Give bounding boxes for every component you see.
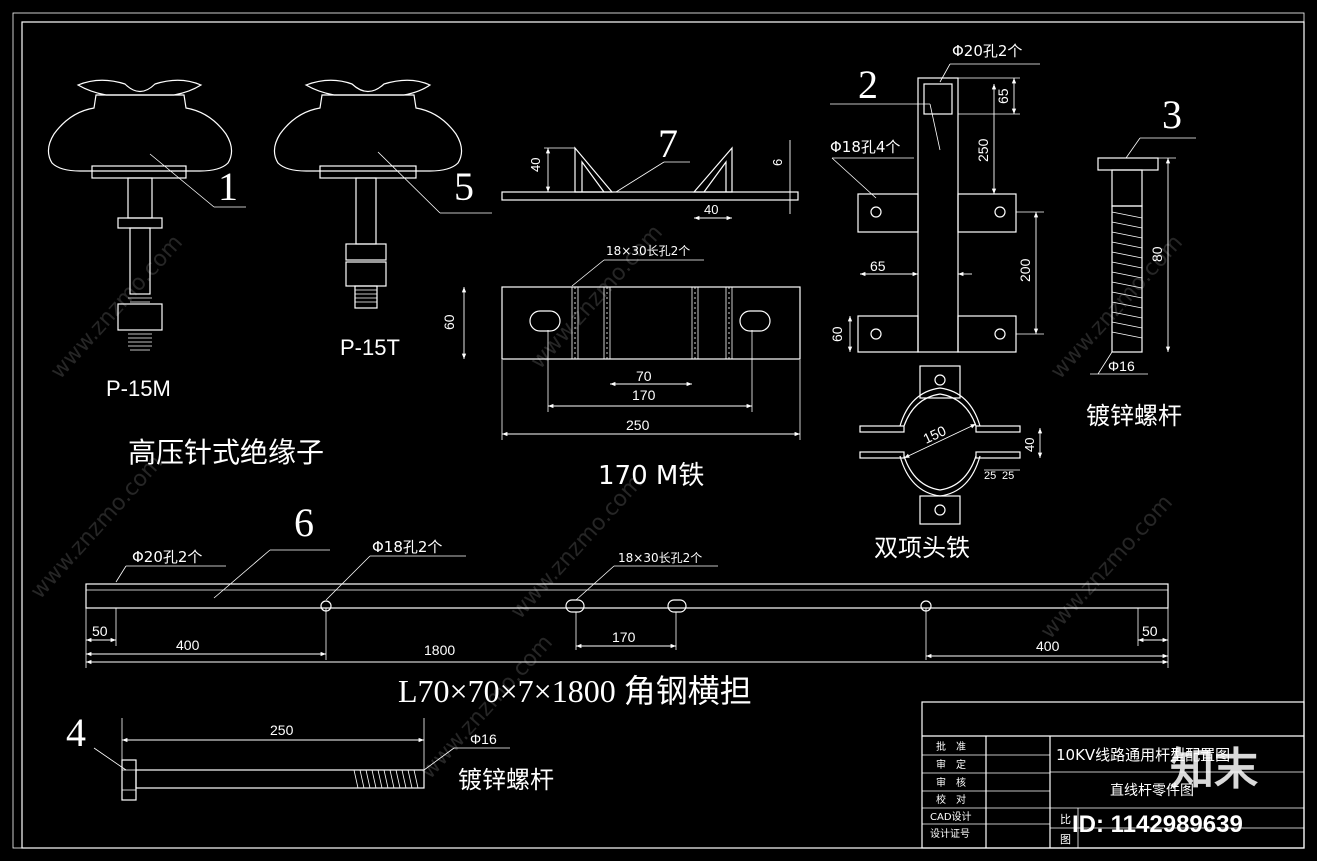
svg-text:Φ18孔2个: Φ18孔2个 — [372, 538, 442, 556]
svg-text:www.znzmo.com: www.znzmo.com — [1036, 490, 1178, 644]
svg-text:25: 25 — [1002, 470, 1014, 482]
insulator-title: 高压针式绝缘子 — [128, 436, 324, 469]
brand-watermark: 知末 — [1170, 744, 1258, 795]
part-2-bracket: Φ18孔4个 Φ20孔2个 2 65 250 65 200 60 — [829, 42, 1044, 353]
svg-text:审 定: 审 定 — [936, 758, 966, 771]
svg-text:CAD设计: CAD设计 — [930, 810, 972, 823]
svg-text:170: 170 — [632, 387, 656, 403]
m-iron: 18×30长孔2个 60 70 170 250 170 M铁 — [441, 244, 801, 491]
clamp-title: 双项头铁 — [874, 534, 970, 562]
svg-text:www.znzmo.com: www.znzmo.com — [46, 230, 188, 384]
part-4-bolt: 4 250 Φ16 镀锌螺杆 — [66, 710, 554, 801]
svg-text:www.znzmo.com: www.znzmo.com — [506, 470, 648, 624]
svg-text:65: 65 — [995, 88, 1011, 104]
svg-text:250: 250 — [626, 417, 650, 433]
bolt3-title: 镀锌螺杆 — [1086, 402, 1182, 430]
svg-text:Φ16: Φ16 — [1108, 358, 1135, 374]
svg-text:Φ20孔2个: Φ20孔2个 — [132, 548, 202, 566]
part-3-bolt: 3 80 Φ16 镀锌螺杆 — [1086, 92, 1196, 430]
svg-text:50: 50 — [1142, 623, 1158, 639]
insulator-p15m: 1 P-15M — [47, 79, 246, 401]
crossarm-title: L70×70×7×1800 角钢横担 — [398, 673, 752, 709]
svg-text:批 准: 批 准 — [936, 740, 966, 753]
svg-text:40: 40 — [704, 202, 718, 217]
sheet-title: 直线杆零件图 — [1110, 782, 1194, 799]
svg-text:审 核: 审 核 — [936, 776, 966, 789]
p15m-label: P-15M — [106, 376, 171, 401]
svg-text:40: 40 — [528, 158, 543, 172]
svg-text:校 对: 校 对 — [936, 793, 966, 806]
title-block: 批 准 审 定 审 核 校 对 CAD设计 设计证号 10KV线路通用杆型配置图… — [921, 701, 1305, 849]
svg-text:80: 80 — [1149, 246, 1165, 262]
svg-text:60: 60 — [829, 326, 845, 342]
bolt4-title: 镀锌螺杆 — [458, 766, 554, 794]
svg-text:70: 70 — [636, 368, 652, 384]
drawing-title: 10KV线路通用杆型配置图 — [1056, 746, 1230, 764]
svg-text:3: 3 — [1162, 92, 1182, 137]
insulator-p15t: 5 P-15T — [273, 79, 492, 360]
svg-text:250: 250 — [270, 722, 294, 738]
svg-text:40: 40 — [1022, 438, 1037, 452]
svg-text:6: 6 — [770, 159, 785, 166]
svg-text:设计证号: 设计证号 — [930, 827, 970, 840]
svg-text:150: 150 — [921, 422, 949, 446]
svg-text:Φ18孔4个: Φ18孔4个 — [830, 138, 900, 156]
svg-text:6: 6 — [294, 500, 314, 545]
svg-text:170: 170 — [612, 629, 636, 645]
part-number-1: 1 — [218, 164, 238, 209]
svg-text:18×30长孔2个: 18×30长孔2个 — [618, 551, 702, 565]
part-6-crossarm: 6 Φ20孔2个 Φ18孔2个 18×30长孔2个 50 400 170 180… — [85, 500, 1169, 709]
m-iron-title: 170 M铁 — [598, 461, 704, 491]
double-head-clamp: 150 40 25 25 双项头铁 — [859, 365, 1043, 562]
svg-text:400: 400 — [176, 637, 200, 653]
svg-text:65: 65 — [870, 258, 886, 274]
svg-text:1800: 1800 — [424, 642, 455, 658]
svg-text:25: 25 — [984, 470, 996, 482]
svg-text:Φ16: Φ16 — [470, 731, 497, 747]
svg-text:比: 比 — [1060, 813, 1071, 826]
svg-text:图: 图 — [1060, 833, 1071, 846]
svg-text:2: 2 — [858, 62, 878, 107]
svg-text:60: 60 — [441, 314, 457, 330]
part-7-bracket: 7 40 40 6 — [501, 121, 799, 221]
svg-text:www.znzmo.com: www.znzmo.com — [26, 450, 168, 604]
svg-text:18×30长孔2个: 18×30长孔2个 — [606, 244, 690, 258]
p15t-label: P-15T — [340, 335, 400, 360]
svg-text:50: 50 — [92, 623, 108, 639]
svg-text:400: 400 — [1036, 638, 1060, 654]
part-number-5: 5 — [454, 164, 474, 209]
svg-text:200: 200 — [1017, 258, 1033, 282]
svg-text:4: 4 — [66, 710, 86, 755]
svg-text:Φ20孔2个: Φ20孔2个 — [952, 42, 1022, 60]
id-watermark: ID: 1142989639 — [1072, 811, 1243, 838]
svg-text:7: 7 — [658, 121, 678, 166]
svg-text:250: 250 — [975, 138, 991, 162]
